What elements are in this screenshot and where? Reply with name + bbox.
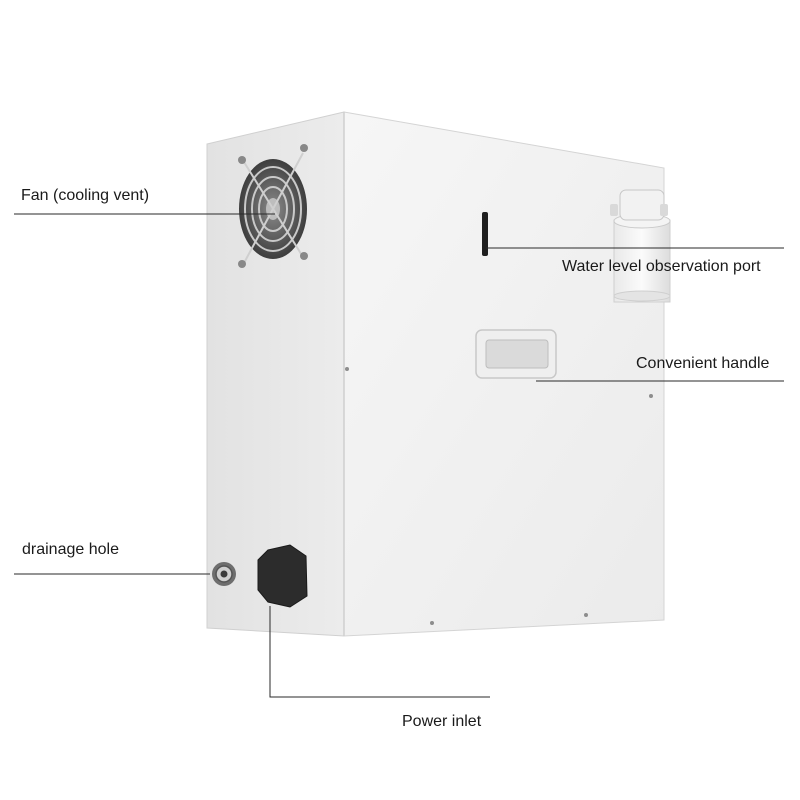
leader-line-power [269, 606, 490, 698]
power-inlet-box [257, 544, 308, 608]
screw [584, 613, 588, 617]
drainage-label: drainage hole [22, 541, 119, 558]
screw [345, 367, 349, 371]
handle-label: Convenient handle [636, 355, 770, 372]
water-level-label: Water level observation port [562, 258, 761, 275]
water-level-slot [482, 212, 488, 256]
screw [649, 394, 653, 398]
power-inlet-label: Power inlet [402, 713, 482, 730]
fan-grille [238, 144, 308, 268]
handle [475, 329, 557, 379]
screw [430, 621, 434, 625]
water-tube [610, 189, 671, 303]
drainage-connector [212, 562, 236, 586]
fan-label: Fan (cooling vent) [21, 187, 150, 204]
